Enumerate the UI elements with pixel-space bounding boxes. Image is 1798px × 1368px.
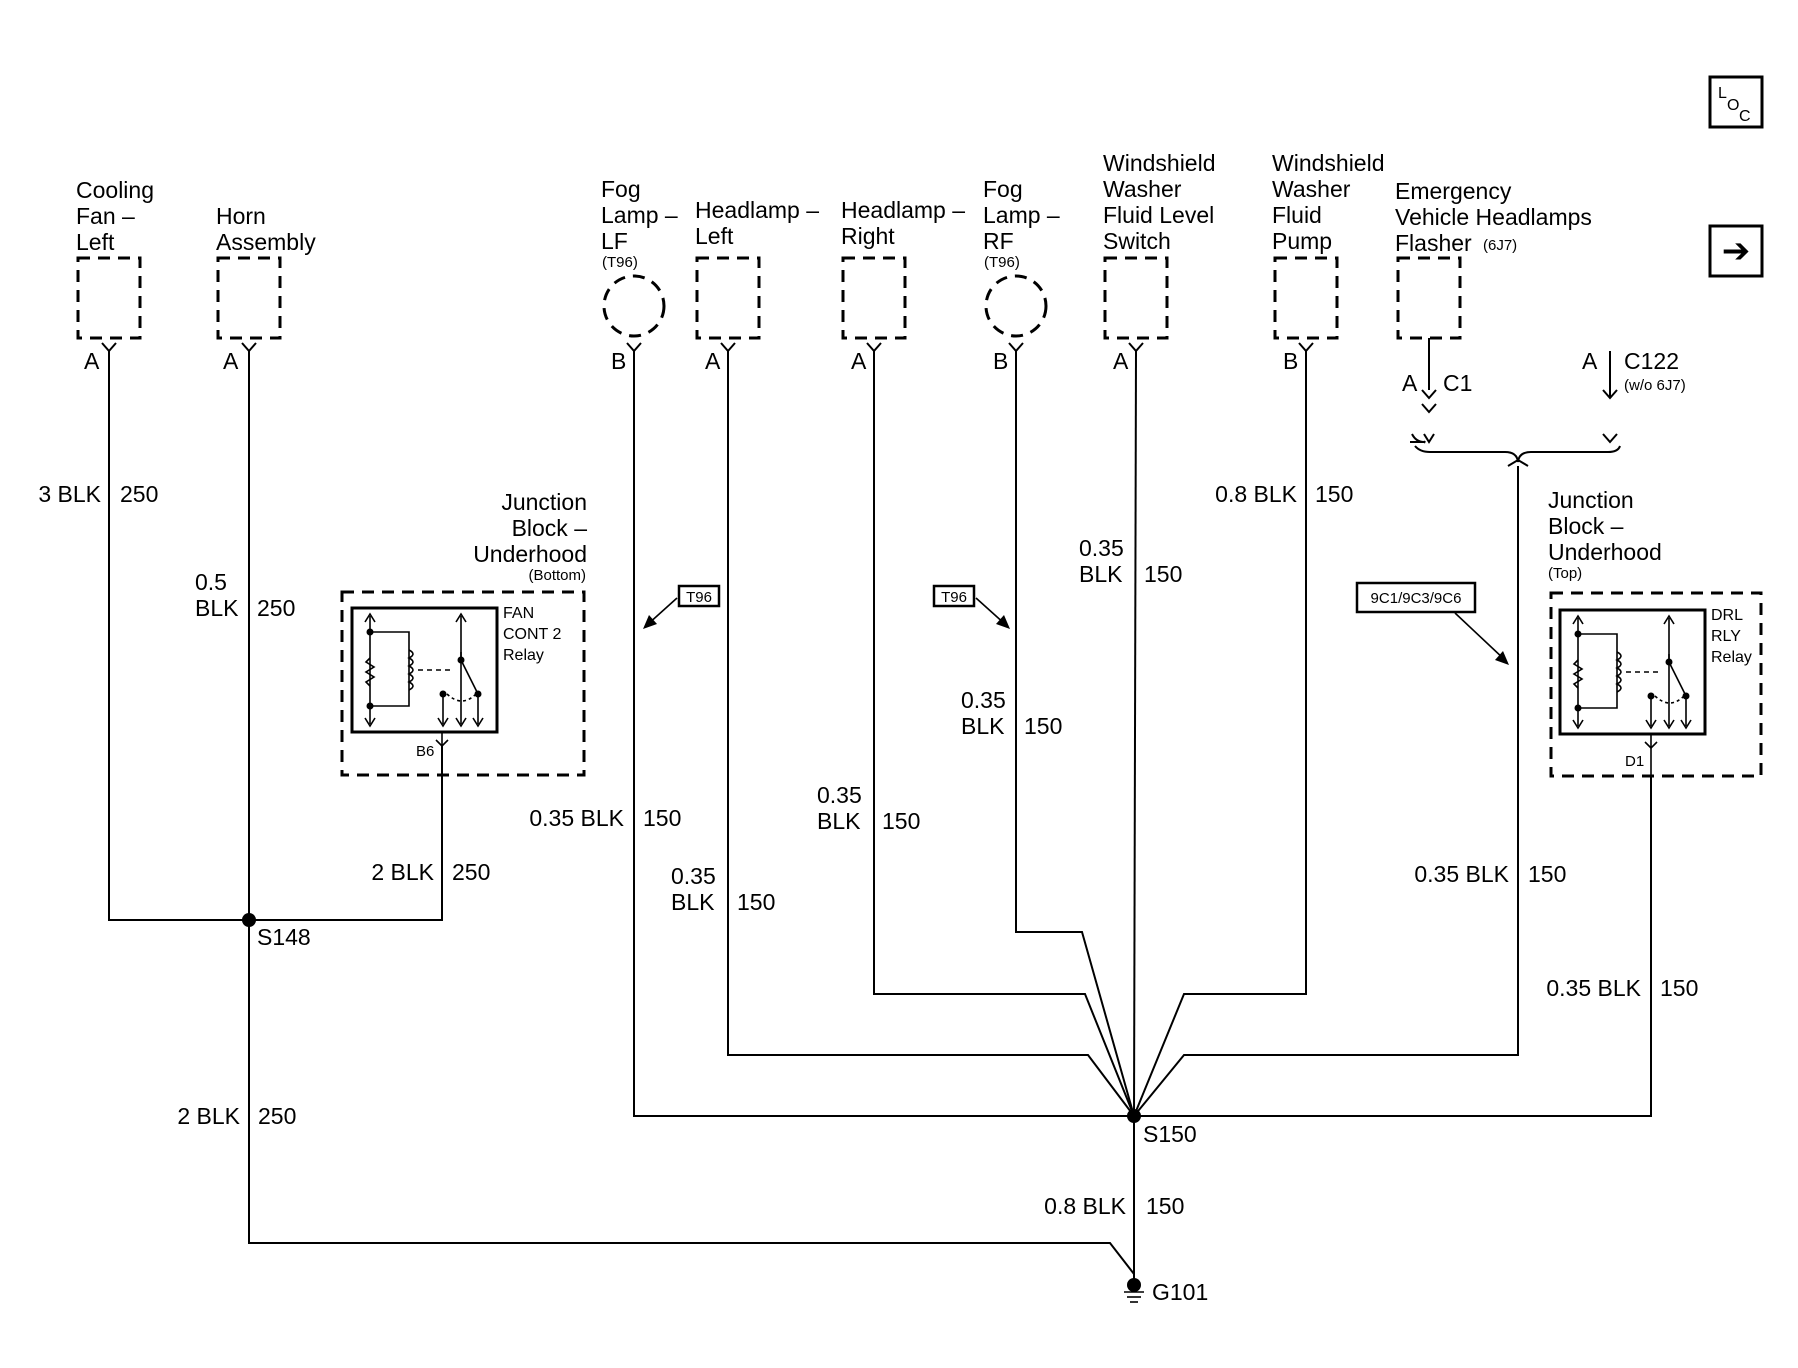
headlamp-right-box	[841, 256, 907, 340]
wire-size-s148-ground: 2 BLK	[177, 1103, 240, 1129]
right-arrow-icon: ➔	[1722, 232, 1751, 270]
junction-block-top-subtitle: (Top)	[1548, 565, 1582, 582]
location-button[interactable]: L O C	[1708, 75, 1764, 129]
loc-letter-o: O	[1727, 97, 1739, 114]
wire-size-pump: 0.8 BLK	[1215, 481, 1297, 507]
wire-circuit-s148-ground: 250	[258, 1103, 296, 1129]
ground-g101-dot	[1127, 1278, 1141, 1292]
wire-size-fog-lf: 0.35 BLK	[529, 805, 624, 831]
washer-pump-box	[1273, 256, 1339, 340]
wire-circuit-fog-rf: 150	[1024, 713, 1062, 739]
loc-letter-l: L	[1718, 85, 1727, 102]
splice-s150-label: S150	[1143, 1121, 1197, 1147]
wire-circuit-fog-lf: 150	[643, 805, 681, 831]
svg-text:T96: T96	[686, 589, 712, 606]
pin-headlamp-left: A	[705, 348, 721, 374]
loc-letter-c: C	[1739, 108, 1751, 125]
horn-assembly-box	[216, 256, 282, 340]
label-emergency-flasher-option: (6J7)	[1483, 237, 1517, 254]
wire-circuit-s150-ground: 150	[1146, 1193, 1184, 1219]
option-tag-t96-left[interactable]: T96	[677, 584, 721, 608]
junction-block-bottom-subtitle: (Bottom)	[528, 567, 586, 584]
splice-s148-label: S148	[257, 924, 311, 950]
label-headlamp-left: Headlamp –Left	[695, 197, 819, 249]
wire-paths	[108, 338, 1652, 1285]
wire-circuit-level-switch: 150	[1144, 561, 1182, 587]
connector-c1: C1	[1443, 370, 1472, 396]
wire-size-drl-relay: 0.35 BLK	[1546, 975, 1641, 1001]
connector-c122: C122	[1624, 348, 1679, 374]
splice-s150-dot	[1127, 1109, 1141, 1123]
ground-icon	[1124, 1291, 1144, 1303]
wire-size-cooling-fan: 3 BLK	[38, 481, 101, 507]
option-tag-drl[interactable]: 9C1/9C3/9C6	[1355, 581, 1477, 614]
arrowhead-drl	[1495, 651, 1509, 665]
arrowhead-t96-right	[996, 615, 1010, 629]
pin-washer-pump: B	[1283, 348, 1298, 374]
wire-circuit-cooling-fan: 250	[120, 481, 158, 507]
fan-cont-2-relay	[350, 606, 499, 748]
fog-lamp-rf-symbol	[984, 274, 1048, 338]
splice-s148-dot	[242, 913, 256, 927]
emergency-flasher-box	[1396, 256, 1462, 340]
connector-c122-option: (w/o 6J7)	[1624, 377, 1686, 394]
arrow-drl	[1454, 612, 1506, 661]
wire-size-s150-ground: 0.8 BLK	[1044, 1193, 1126, 1219]
pin-c122: A	[1582, 348, 1598, 374]
headlamp-left-box	[695, 256, 761, 340]
wire-size-flasher: 0.35 BLK	[1414, 861, 1509, 887]
wire-circuit-horn: 250	[257, 595, 295, 621]
pin-fog-lf: B	[611, 348, 626, 374]
junction-block-top-outline	[1549, 591, 1763, 778]
wire-circuit-flasher: 150	[1528, 861, 1566, 887]
ground-g101-label: G101	[1152, 1279, 1208, 1305]
wire-circuit-fan-relay: 250	[452, 859, 490, 885]
junction-block-bottom-pin: B6	[416, 743, 434, 760]
pin-fog-rf: B	[993, 348, 1008, 374]
arrowhead-t96-left	[643, 615, 657, 629]
wire-circuit-headlamp-left: 150	[737, 889, 775, 915]
cooling-fan-left-box	[76, 256, 142, 340]
junction-block-top-pin: D1	[1625, 753, 1644, 770]
pin-flasher: A	[1402, 370, 1418, 396]
svg-text:9C1/9C3/9C6: 9C1/9C3/9C6	[1371, 590, 1462, 607]
wire-circuit-headlamp-right: 150	[882, 808, 920, 834]
junction-block-bottom-outline	[340, 590, 586, 777]
pin-level-switch: A	[1113, 348, 1129, 374]
svg-text:T96: T96	[941, 589, 967, 606]
option-tag-t96-right[interactable]: T96	[932, 584, 976, 608]
pin-headlamp-right: A	[851, 348, 867, 374]
wire-circuit-drl-relay: 150	[1660, 975, 1698, 1001]
pin-horn: A	[223, 348, 239, 374]
pin-cooling-fan: A	[84, 348, 100, 374]
wire-size-fan-relay: 2 BLK	[371, 859, 434, 885]
label-fog-lamp-rf-option: (T96)	[984, 254, 1020, 271]
drl-rly-relay	[1558, 608, 1707, 775]
label-headlamp-right: Headlamp –Right	[841, 197, 965, 249]
label-fog-lamp-lf-option: (T96)	[602, 254, 638, 271]
washer-level-switch-box	[1103, 256, 1169, 340]
next-page-button[interactable]: ➔	[1708, 224, 1764, 278]
wire-circuit-pump: 150	[1315, 481, 1353, 507]
fog-lamp-lf-symbol	[602, 274, 666, 338]
